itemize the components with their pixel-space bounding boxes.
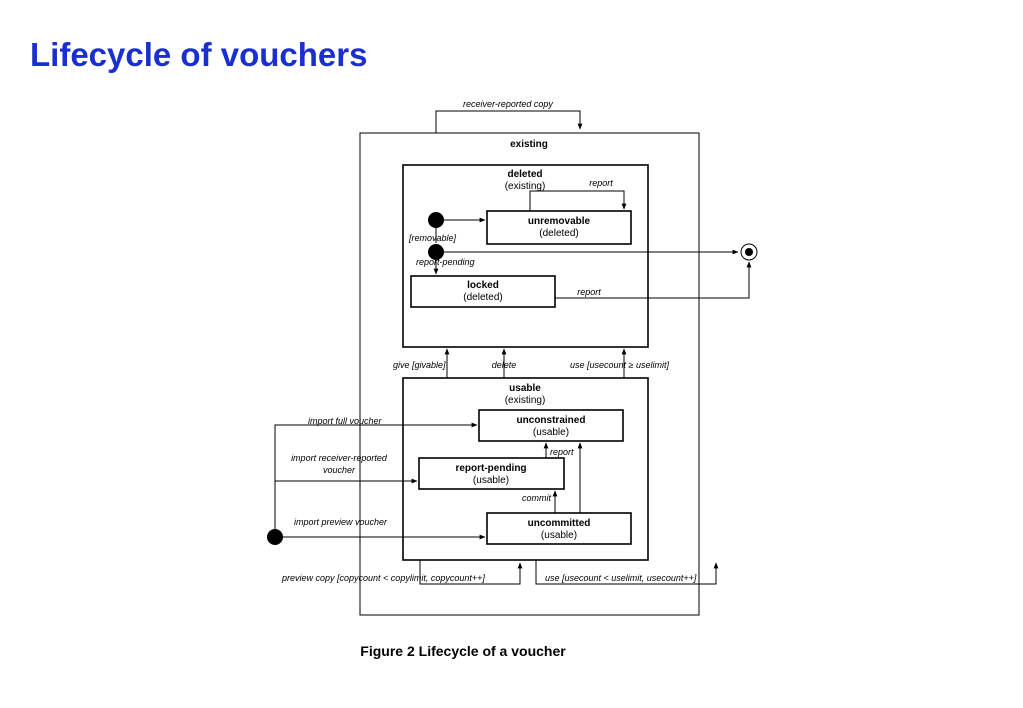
state-deleted-name: deleted	[507, 169, 542, 180]
label-receiver-reported-copy: receiver-reported copy	[463, 99, 553, 109]
label-import-full: import full voucher	[308, 416, 383, 426]
label-commit: commit	[522, 493, 551, 503]
label-report-usable: report	[550, 447, 574, 457]
label-use-count: use [usecount < uselimit, usecount++]	[545, 573, 697, 583]
final-state	[740, 243, 758, 261]
label-report-locked: report	[577, 287, 601, 297]
initial-node-deleted	[428, 212, 486, 243]
state-uncommitted: uncommitted (usable)	[486, 512, 632, 545]
state-deleted-sub: (existing)	[505, 181, 546, 192]
label-import-receiver-1: import receiver-reported	[291, 453, 388, 463]
state-existing-name: existing	[510, 139, 548, 150]
state-unremovable: unremovable (deleted)	[486, 210, 632, 245]
state-unconstrained: unconstrained (usable)	[478, 409, 624, 442]
state-unremovable-name: unremovable	[528, 216, 591, 227]
transition-use-count: use [usecount < uselimit, usecount++]	[535, 560, 719, 585]
transition-report-usable: report	[543, 442, 574, 458]
state-locked-sub: (deleted)	[463, 292, 502, 303]
label-removable: [removable]	[408, 233, 457, 243]
state-report-pending: report-pending (usable)	[418, 457, 565, 490]
state-unconstrained-sub: (usable)	[533, 427, 569, 438]
state-locked: locked (deleted)	[410, 275, 556, 308]
transition-delete: delete	[492, 348, 517, 378]
state-report-pending-name: report-pending	[455, 463, 526, 474]
state-locked-name: locked	[467, 280, 499, 291]
initial-node-import	[267, 422, 486, 545]
transition-commit: commit	[522, 490, 558, 513]
state-uncommitted-sub: (usable)	[541, 530, 577, 541]
page-title: Lifecycle of vouchers	[30, 36, 368, 73]
state-unremovable-sub: (deleted)	[539, 228, 578, 239]
state-usable-name: usable	[509, 383, 541, 394]
label-delete: delete	[492, 360, 517, 370]
state-unconstrained-name: unconstrained	[517, 415, 586, 426]
state-report-pending-sub: (usable)	[473, 475, 509, 486]
choice-node-deleted	[428, 244, 739, 275]
transition-preview-copy: preview copy [copycount < copylimit, cop…	[281, 560, 523, 585]
transition-report-top: report	[529, 178, 627, 211]
label-import-receiver-2: voucher	[323, 465, 356, 475]
label-use-limit: use [usecount ≥ uselimit]	[570, 360, 669, 370]
state-uncommitted-name: uncommitted	[528, 518, 591, 529]
state-usable-sub: (existing)	[505, 395, 546, 406]
transition-give: give [givable]	[393, 348, 450, 378]
state-deleted: deleted (existing)	[402, 164, 649, 348]
label-import-preview: import preview voucher	[294, 517, 388, 527]
transition-receiver-reported-copy: receiver-reported copy	[435, 99, 583, 133]
transition-use-limit: use [usecount ≥ uselimit]	[570, 348, 669, 378]
label-report-pending: report-pending	[416, 257, 475, 267]
label-give: give [givable]	[393, 360, 446, 370]
label-preview-copy: preview copy [copycount < copylimit, cop…	[281, 573, 485, 583]
figure-caption: Figure 2 Lifecycle of a voucher	[360, 643, 566, 659]
label-report-top: report	[589, 178, 613, 188]
transition-report-locked: report	[555, 261, 752, 299]
